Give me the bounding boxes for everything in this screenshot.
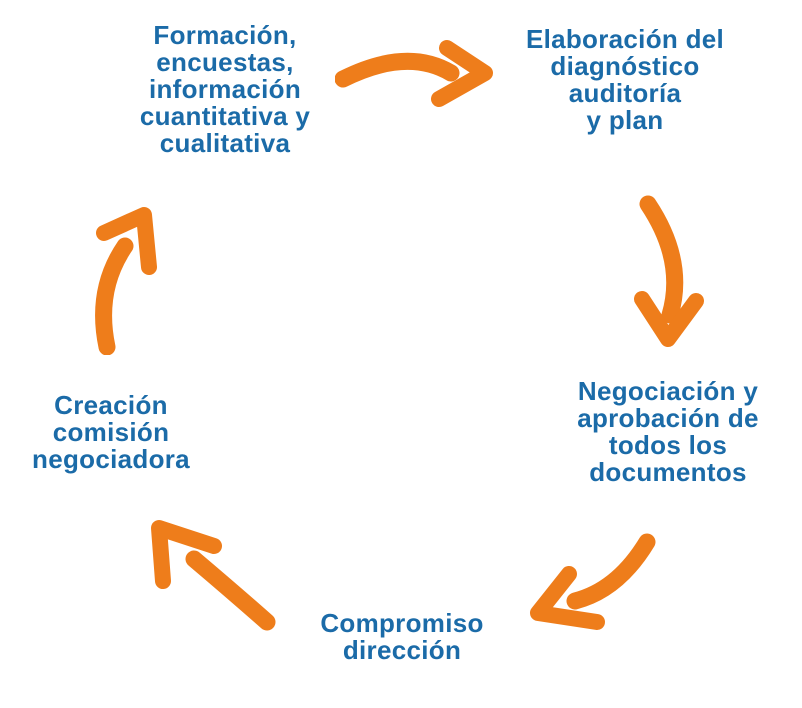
step-compromiso-direccion: Compromiso dirección	[320, 608, 484, 665]
curved-arrow-up-left-icon	[148, 515, 278, 635]
curved-arrow-down-left-icon	[525, 518, 660, 633]
curved-arrow-right-icon	[335, 35, 495, 115]
step-formacion-encuestas: Formación, encuestas, información cuanti…	[139, 20, 311, 158]
curved-arrow-up-icon	[92, 200, 162, 355]
step-creacion-comision: Creación comisión negociadora	[32, 390, 190, 474]
step-elaboracion-diagnostico: Elaboración del diagnóstico auditoría y …	[525, 24, 725, 135]
curved-arrow-down-icon	[630, 195, 710, 350]
step-negociacion-aprobacion: Negociación y aprobación de todos los do…	[577, 376, 759, 487]
